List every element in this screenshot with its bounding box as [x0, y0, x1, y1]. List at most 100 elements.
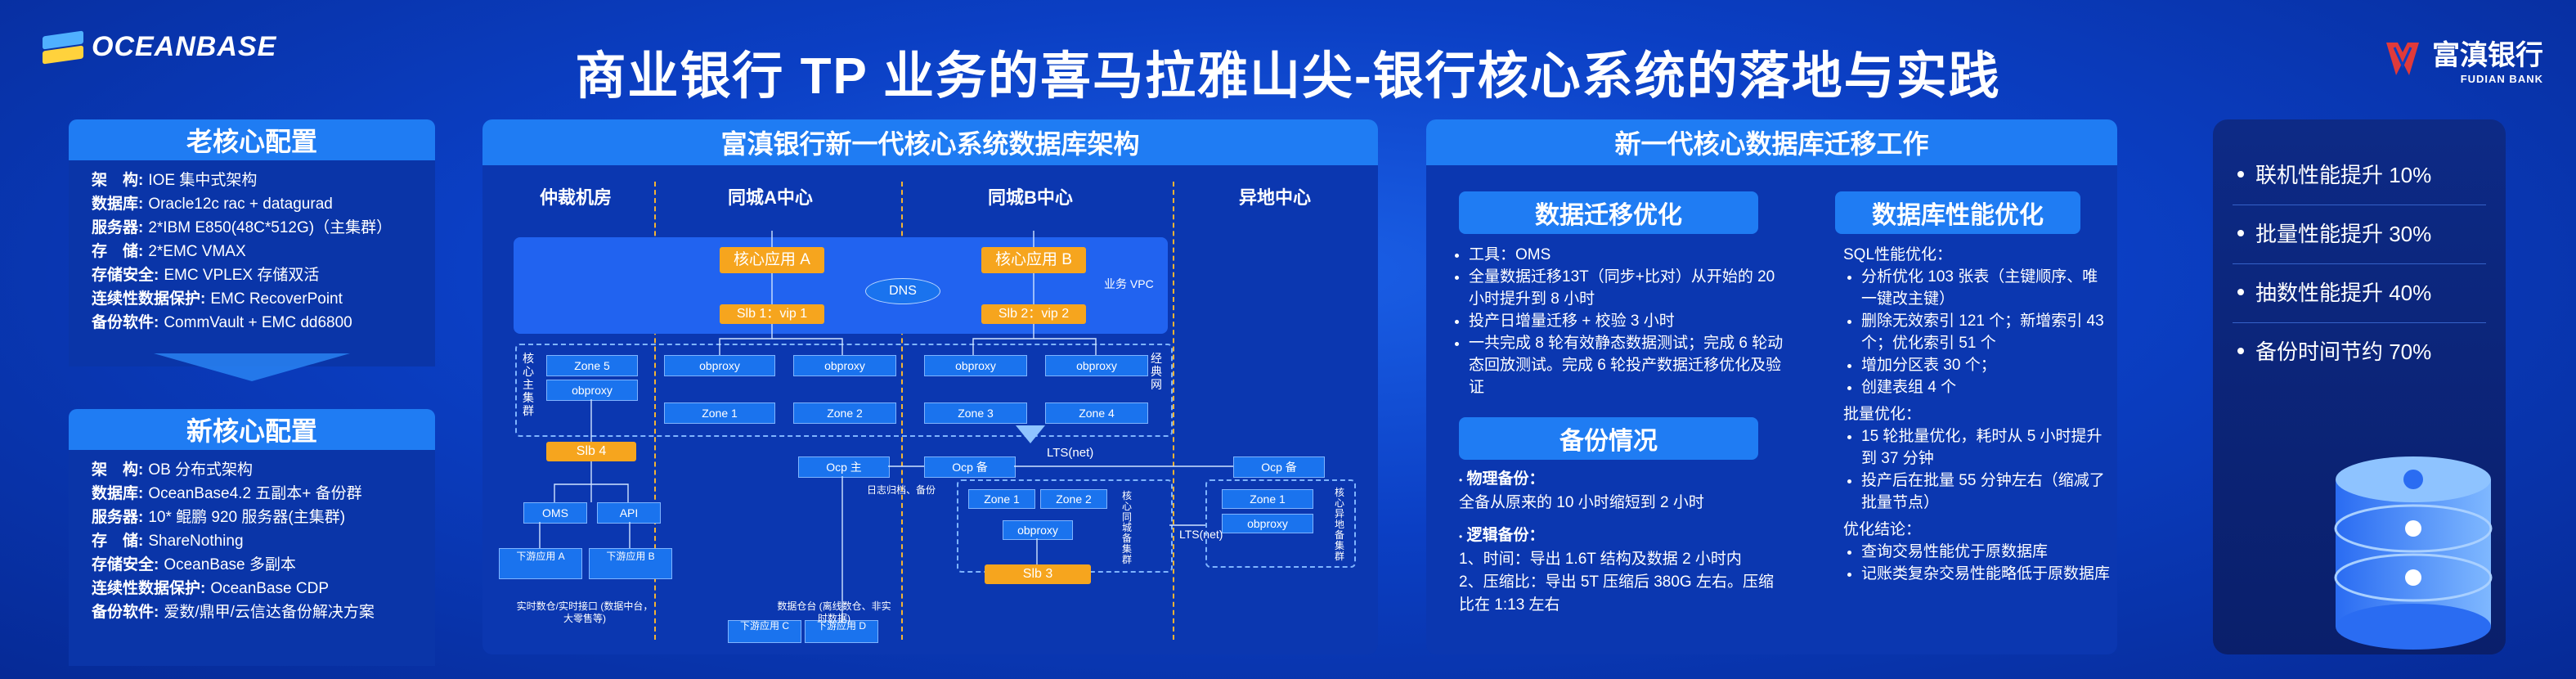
- list-item: 创建表组 4 个: [1861, 376, 2113, 398]
- logical-backup-line-2: 2、压缩比：导出 5T 压缩后 380G 左右。压缩比在 1:13 左右: [1459, 573, 1774, 614]
- architecture-diagram: 仲裁机房 同城A中心 同城B中心 异地中心 业务 VPC 核心应用 A 核心应用…: [482, 165, 1378, 654]
- list-item: 分析优化 103 张表（主键顺序、唯一键改主键）: [1861, 266, 2113, 310]
- remote-backup-label: 核心异地备集群: [1334, 487, 1344, 562]
- config-row: 服务器:2*IBM E850(48C*512G)（主集群）: [92, 216, 412, 240]
- lts-label-1: LTS(net): [1047, 446, 1094, 460]
- core-main-cluster: [515, 344, 1173, 437]
- list-item: 增加分区表 30 个；: [1861, 354, 2113, 376]
- column-divider: [901, 182, 903, 640]
- list-item: 15 轮批量优化，耗时从 5 小时提升到 37 分钟: [1861, 425, 2113, 470]
- obproxy-remote: obproxy: [1222, 514, 1313, 533]
- list-item: 投产后在批量 55 分钟左右（缩减了批量节点）: [1861, 470, 2113, 514]
- core-app-b: 核心应用 B: [981, 247, 1086, 273]
- config-key: 数据库:: [92, 196, 144, 213]
- column-divider: [1173, 182, 1174, 640]
- page-title: 商业银行 TP 业务的喜马拉雅山尖-银行核心系统的落地与实践: [575, 48, 2001, 105]
- logical-backup-line-1: 1、时间：导出 1.6T 结构及数据 2 小时内: [1459, 551, 1742, 568]
- config-key: 存储安全:: [92, 267, 159, 284]
- lts-label-2: LTS(net): [1179, 528, 1223, 541]
- slb4: Slb 4: [546, 442, 636, 461]
- downstream-app-c: 下游应用 C: [728, 620, 801, 643]
- list-item: 删除无效索引 121 个；新增索引 43 个；优化索引 51 个: [1861, 310, 2113, 354]
- obproxy-b2: obproxy: [1045, 355, 1148, 376]
- metric-item: 联机性能提升 10%: [2237, 159, 2483, 189]
- conclusion-label: 优化结论：: [1843, 521, 1922, 538]
- zone4: Zone 4: [1045, 402, 1148, 424]
- slb3: Slb 3: [985, 564, 1091, 584]
- config-key: 连续性数据保护:: [92, 290, 206, 308]
- batch-label: 批量优化：: [1843, 406, 1922, 423]
- new-config-panel: 新核心配置 架 构:OB 分布式架构数据库:OceanBase4.2 五副本+ …: [69, 409, 435, 666]
- column-divider: [654, 182, 656, 640]
- zone1-remote: Zone 1: [1222, 489, 1313, 509]
- bank-name-en: FUDIAN BANK: [2460, 73, 2543, 85]
- replication-arrow: [1016, 425, 1045, 443]
- classic-net-label: 经典网: [1151, 352, 1162, 391]
- new-config-title: 新核心配置: [69, 409, 435, 450]
- config-row: 架 构:OB 分布式架构: [92, 458, 412, 482]
- obproxy-a2: obproxy: [793, 355, 896, 376]
- config-row: 备份软件:CommVault + EMC dd6800: [92, 311, 412, 335]
- metric-item: 抽数性能提升 40%: [2237, 277, 2483, 307]
- bullet-icon: [2237, 229, 2244, 236]
- config-value: ShareNothing: [148, 533, 244, 550]
- list-item: 记账类复杂交易性能略低于原数据库: [1861, 563, 2113, 585]
- architecture-panel: 富滇银行新一代核心系统数据库架构 仲裁机房 同城A中心 同城B中心 异地中心 业…: [482, 119, 1378, 654]
- downstream-app-a: 下游应用 A: [499, 548, 582, 579]
- physical-backup-text: 全备从原来的 10 小时缩短到 2 小时: [1459, 494, 1704, 511]
- config-row: 存储安全:OceanBase 多副本: [92, 553, 412, 577]
- config-value: CommVault + EMC dd6800: [164, 314, 352, 331]
- downstream-app-b: 下游应用 B: [589, 548, 672, 579]
- slb1: Slb 1：vip 1: [720, 304, 824, 324]
- config-row: 连续性数据保护:OceanBase CDP: [92, 577, 412, 600]
- config-value: EMC RecoverPoint: [210, 290, 343, 308]
- logical-backup-label: 逻辑备份：: [1466, 527, 1545, 544]
- sql-label: SQL性能优化：: [1843, 246, 1953, 263]
- architecture-title: 富滇银行新一代核心系统数据库架构: [482, 119, 1378, 165]
- col-city-b: 同城B中心: [988, 187, 1073, 208]
- config-value: IOE 集中式架构: [148, 172, 258, 189]
- ocp-remote: Ocp 备: [1233, 456, 1325, 478]
- metric-item: 批量性能提升 30%: [2237, 218, 2483, 248]
- config-value: OceanBase CDP: [210, 580, 330, 597]
- batch-list: 15 轮批量优化，耗时从 5 小时提升到 37 分钟投产后在批量 55 分钟左右…: [1843, 425, 2113, 514]
- core-cluster-label: 核心主集群: [523, 352, 534, 417]
- obproxy-arb: obproxy: [546, 380, 638, 401]
- zone3: Zone 3: [924, 402, 1027, 424]
- zone5: Zone 5: [546, 355, 638, 376]
- remote-backup-cluster: [1205, 479, 1356, 568]
- config-value: 2*IBM E850(48C*512G)（主集群）: [148, 219, 393, 236]
- old-config-panel: 老核心配置 架 构:IOE 集中式架构数据库:Oracle12c rac + d…: [69, 119, 435, 366]
- config-key: 数据库:: [92, 485, 144, 502]
- oceanbase-logo: OCEANBASE: [43, 29, 276, 65]
- zone2: Zone 2: [793, 402, 896, 424]
- obproxy-b1: obproxy: [924, 355, 1027, 376]
- list-item: 一共完成 8 轮有效静态数据测试；完成 6 轮动态回放测试。完成 6 轮投产数据…: [1469, 332, 1788, 398]
- connector-lines: [539, 231, 1233, 620]
- config-key: 架 构:: [92, 172, 144, 189]
- bank-name-cn: 富滇银行: [2432, 41, 2543, 71]
- config-key: 架 构:: [92, 461, 144, 479]
- metric-text: 批量性能提升 30%: [2255, 222, 2432, 246]
- divider: [2233, 322, 2486, 323]
- config-value: OceanBase4.2 五副本+ 备份群: [148, 485, 362, 502]
- ocp-main: Ocp 主: [798, 456, 890, 478]
- bullet-icon: [2237, 288, 2244, 295]
- realtime-warehouse: 实时数仓/实时接口 (数据中台，大零售等): [516, 600, 653, 624]
- zone1-backup: Zone 1: [968, 489, 1035, 509]
- database-cylinder-icon: [2334, 456, 2493, 650]
- bullet-icon: [2237, 347, 2244, 354]
- migration-title: 新一代核心数据库迁移工作: [1426, 119, 2117, 165]
- config-value: 2*EMC VMAX: [148, 243, 246, 260]
- metrics-card: 联机性能提升 10% 批量性能提升 30% 抽数性能提升 40% 备份时间节约 …: [2213, 119, 2506, 654]
- bullet-icon: [2237, 170, 2244, 178]
- col-city-a: 同城A中心: [728, 187, 813, 208]
- config-value: Oracle12c rac + datagurad: [148, 196, 333, 213]
- config-key: 服务器:: [92, 219, 144, 236]
- new-config-body: 架 构:OB 分布式架构数据库:OceanBase4.2 五副本+ 备份群服务器…: [69, 450, 435, 666]
- city-backup-label: 核心同城备集群: [1121, 490, 1132, 565]
- config-row: 存 储:2*EMC VMAX: [92, 240, 412, 263]
- config-value: 10* 鲲鹏 920 服务器(主集群): [148, 509, 346, 526]
- sql-list: 分析优化 103 张表（主键顺序、唯一键改主键）删除无效索引 121 个；新增索…: [1843, 266, 2113, 398]
- metric-text: 备份时间节约 70%: [2255, 340, 2432, 364]
